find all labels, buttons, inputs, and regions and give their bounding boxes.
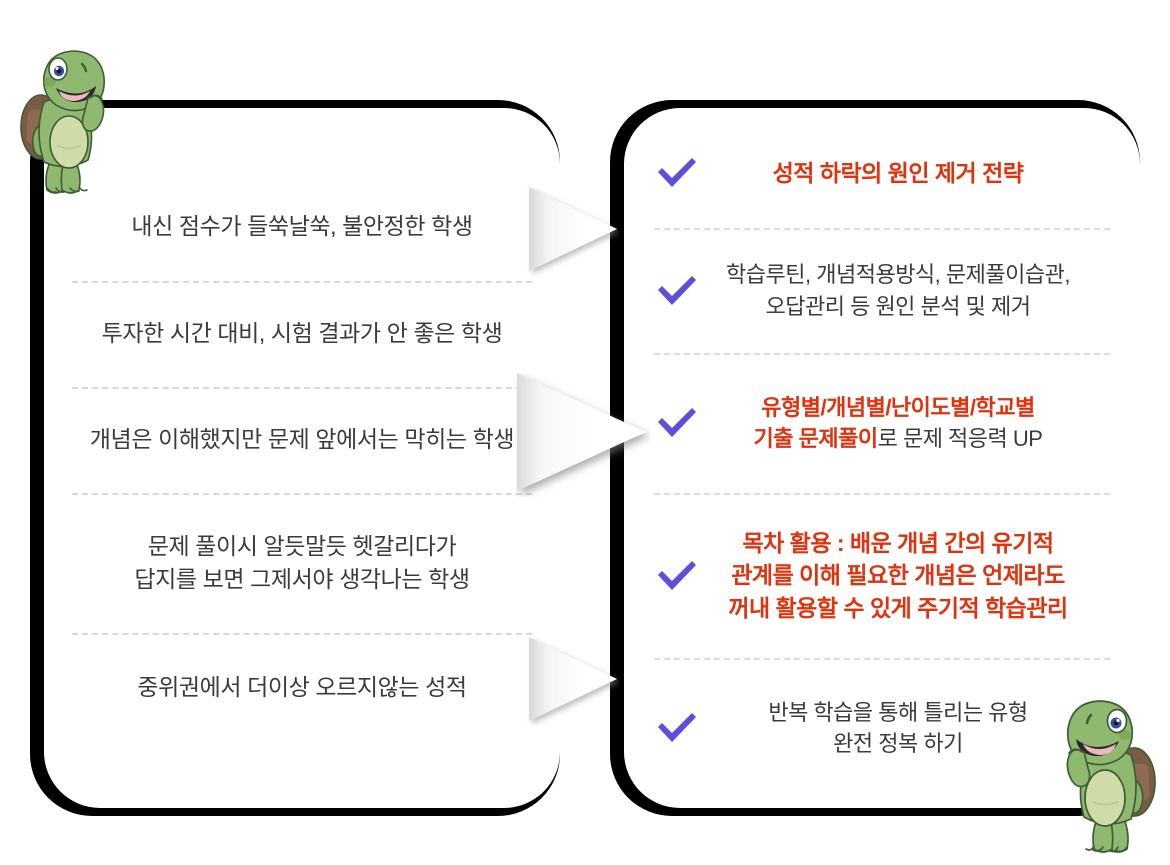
right-item-line: 관계를 이해 필요한 개념은 언제라도 <box>731 562 1065 589</box>
left-item-text: 문제 풀이시 알듯말듯 헷갈리다가 답지를 보면 그제서야 생각나는 학생 <box>134 530 470 597</box>
left-list-item: 개념은 이해했지만 문제 앞에서는 막히는 학생 <box>44 387 560 493</box>
right-item-line: 학습루틴, 개념적용방식, 문제풀이습관, <box>726 262 1070 288</box>
right-item-line: 유형별/개념별/난이도별/학교별 <box>761 394 1035 420</box>
right-item-line: 반복 학습을 통해 틀리는 유형 <box>768 699 1028 725</box>
check-icon <box>658 560 696 590</box>
arrow-right-icon <box>529 637 617 721</box>
right-item-line: 완전 정복 하기 <box>833 731 963 756</box>
left-item-text: 투자한 시간 대비, 시험 결과가 안 좋은 학생 <box>101 320 503 347</box>
right-item-line: 성적 하락의 원인 제거 전략 <box>772 159 1024 186</box>
right-item-text: 학습루틴, 개념적용방식, 문제풀이습관, 오답관리 등 원인 분석 및 제거 <box>700 259 1122 321</box>
right-list-item: 반복 학습을 통해 틀리는 유형 완전 정복 하기 <box>624 658 1140 798</box>
left-list-item: 투자한 시간 대비, 시험 결과가 안 좋은 학생 <box>44 281 560 387</box>
left-panel: 내신 점수가 들쑥날쑥, 불안정한 학생 투자한 시간 대비, 시험 결과가 안… <box>44 108 560 808</box>
right-item-line-rest: 로 문제 적응력 UP <box>877 426 1043 451</box>
left-list-item: 내신 점수가 들쑥날쑥, 불안정한 학생 <box>44 173 560 281</box>
right-item-line: 목차 활용 : 배운 개념 간의 유기적 <box>742 529 1054 556</box>
right-item-line-emphasis: 기출 문제풀이 <box>753 426 879 451</box>
left-item-text: 내신 점수가 들쑥날쑥, 불안정한 학생 <box>131 213 473 240</box>
arrow-right-icon-large <box>517 373 646 491</box>
left-list-item: 중위권에서 더이상 오르지않는 성적 <box>44 633 560 743</box>
right-item-line: 꺼내 활용할 수 있게 주기적 학습관리 <box>728 594 1068 621</box>
check-icon <box>658 158 696 187</box>
left-item-line: 문제 풀이시 알듯말듯 헷갈리다가 <box>147 532 457 559</box>
check-icon <box>658 275 696 305</box>
right-item-line: 오답관리 등 원인 분석 및 제거 <box>765 293 1031 319</box>
right-item-text: 목차 활용 : 배운 개념 간의 유기적 관계를 이해 필요한 개념은 언제라도… <box>700 527 1122 625</box>
check-icon <box>658 713 696 742</box>
arrow-right-icon <box>529 187 617 271</box>
right-item-text: 반복 학습을 통해 틀리는 유형 완전 정복 하기 <box>700 697 1122 759</box>
right-item-text: 성적 하락의 원인 제거 전략 <box>700 157 1122 190</box>
turtle-mascot-icon <box>1066 700 1156 853</box>
check-icon <box>658 408 696 437</box>
right-panel: 성적 하락의 원인 제거 전략 학습루틴, 개념적용방식, 문제풀이습관, 오답… <box>624 108 1140 808</box>
right-item-text: 유형별/개념별/난이도별/학교별 기출 문제풀이로 문제 적응력 UP <box>700 392 1122 454</box>
turtle-mascot-icon <box>20 50 106 194</box>
left-item-text: 중위권에서 더이상 오르지않는 성적 <box>137 674 467 701</box>
right-list-item: 학습루틴, 개념적용방식, 문제풀이습관, 오답관리 등 원인 분석 및 제거 <box>624 228 1140 353</box>
right-list-item: 성적 하락의 원인 제거 전략 <box>624 118 1140 228</box>
left-item-line: 답지를 보면 그제서야 생각나는 학생 <box>134 566 470 592</box>
left-list-item: 문제 풀이시 알듯말듯 헷갈리다가 답지를 보면 그제서야 생각나는 학생 <box>44 493 560 633</box>
right-list-item: 목차 활용 : 배운 개념 간의 유기적 관계를 이해 필요한 개념은 언제라도… <box>624 493 1140 658</box>
left-item-text: 개념은 이해했지만 문제 앞에서는 막히는 학생 <box>89 426 515 453</box>
right-list-item: 유형별/개념별/난이도별/학교별 기출 문제풀이로 문제 적응력 UP <box>624 353 1140 493</box>
